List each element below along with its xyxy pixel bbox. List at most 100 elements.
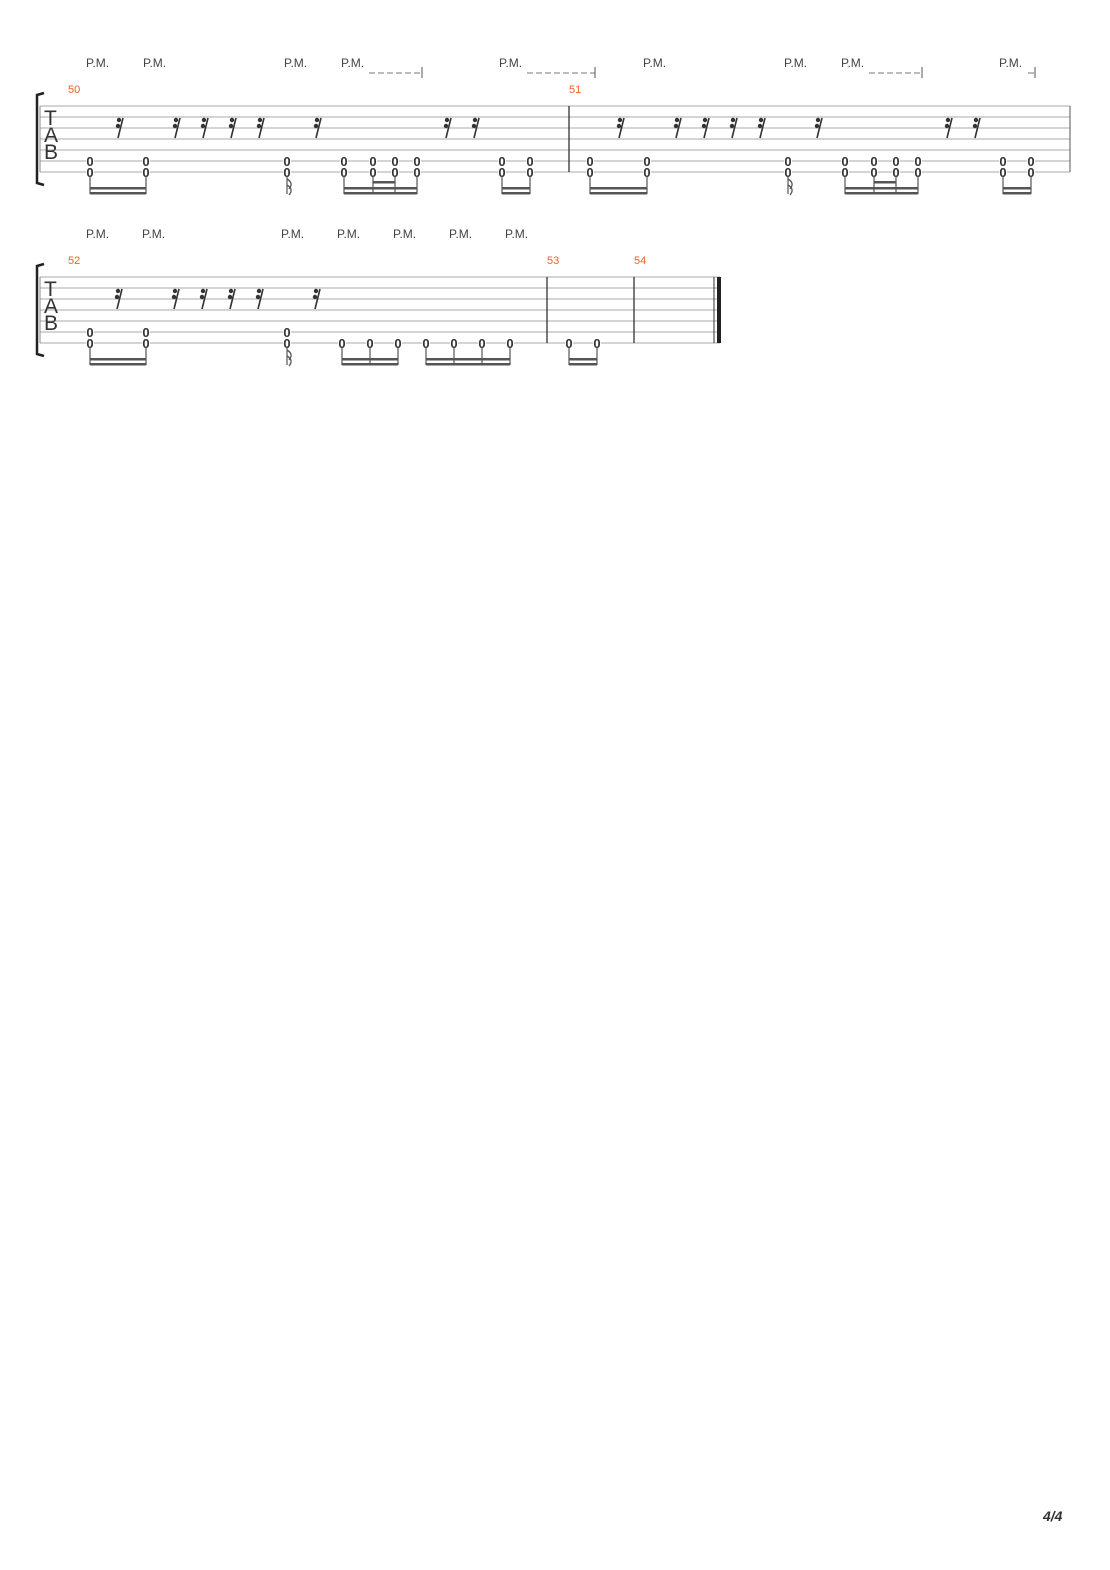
palm-mute-label: P.M. <box>86 227 109 241</box>
measure-number: 52 <box>68 255 80 267</box>
fret-number: 0 <box>338 336 345 351</box>
beam <box>1003 192 1031 195</box>
fret-bg <box>86 339 94 350</box>
fret-bg <box>914 168 922 179</box>
rest-stem <box>174 117 181 139</box>
rest-dot <box>172 123 178 129</box>
fret-number: 0 <box>366 336 373 351</box>
palm-mute-label: P.M. <box>643 56 666 70</box>
fret-bg <box>283 328 291 339</box>
fret-bg <box>391 157 399 168</box>
fret-bg <box>892 168 900 179</box>
fret-bg <box>586 168 594 179</box>
fret-bg <box>526 168 534 179</box>
rest-dot <box>815 117 821 123</box>
fret-bg <box>784 157 792 168</box>
fret-bg <box>369 157 377 168</box>
fret-bg <box>870 168 878 179</box>
sixteenth-rest-icon <box>443 117 452 139</box>
fret-bg <box>478 339 486 350</box>
note: 00 <box>526 154 534 194</box>
sixteenth-rest-icon <box>199 288 208 310</box>
rest-dot <box>673 123 679 129</box>
beam <box>426 358 510 361</box>
rest-dot <box>471 123 477 129</box>
rest-stem <box>173 288 180 310</box>
fret-number: 0 <box>565 336 572 351</box>
fret-bg <box>586 157 594 168</box>
beam <box>90 363 146 366</box>
note: 0 <box>338 336 346 365</box>
fret-bg <box>142 339 150 350</box>
beam <box>569 358 597 361</box>
fret-number: 0 <box>283 154 290 169</box>
note: 00 <box>413 154 421 194</box>
rest-stem <box>117 117 124 139</box>
palm-mute-label: P.M. <box>142 227 165 241</box>
fret-number: 0 <box>394 336 401 351</box>
sixteenth-rest-icon <box>616 117 625 139</box>
rest-stem <box>974 117 981 139</box>
rest-dot <box>730 117 736 123</box>
fret-bg <box>593 339 601 350</box>
rest-stem <box>258 117 265 139</box>
fret-bg <box>338 339 346 350</box>
rest-dot <box>200 288 206 294</box>
beam <box>344 192 417 195</box>
rest-stem <box>230 117 237 139</box>
tab-clef-letter: T <box>44 278 57 301</box>
fret-bg <box>498 168 506 179</box>
beam <box>90 358 146 361</box>
fret-bg <box>526 157 534 168</box>
palm-mute-label: P.M. <box>393 227 416 241</box>
palm-mute-label: P.M. <box>784 56 807 70</box>
fret-bg <box>340 157 348 168</box>
measure-number: 51 <box>569 84 581 96</box>
note: 0 <box>422 336 430 365</box>
fret-number: 0 <box>86 325 93 340</box>
beam <box>1003 187 1031 190</box>
rest-stem <box>731 117 738 139</box>
note: 0 <box>450 336 458 365</box>
tab-clef-letter: A <box>44 124 58 147</box>
beam <box>845 187 918 190</box>
palm-mute-label: P.M. <box>505 227 528 241</box>
rest-dot <box>443 123 449 129</box>
note: 00 <box>1027 154 1035 194</box>
beam <box>426 363 510 366</box>
fret-bg <box>422 339 430 350</box>
measure-number: 50 <box>68 84 80 96</box>
fret-number: 0 <box>526 154 533 169</box>
fret-bg <box>142 157 150 168</box>
rest-stem <box>314 288 321 310</box>
rest-dot <box>228 288 234 294</box>
fret-number: 0 <box>283 165 290 180</box>
note: 00 <box>892 154 900 194</box>
note: 0 <box>506 336 514 365</box>
fret-number: 0 <box>413 154 420 169</box>
fret-bg <box>643 157 651 168</box>
rest-dot <box>758 117 764 123</box>
sixteenth-rest-icon <box>944 117 953 139</box>
fret-number: 0 <box>391 154 398 169</box>
fret-bg <box>999 157 1007 168</box>
beam <box>90 192 146 195</box>
palm-mute-label: P.M. <box>999 56 1022 70</box>
fret-number: 0 <box>498 165 505 180</box>
rest-dot <box>701 123 707 129</box>
fret-number: 0 <box>86 336 93 351</box>
sixteenth-rest-icon <box>312 288 321 310</box>
final-barline <box>717 277 721 343</box>
fret-bg <box>413 157 421 168</box>
rest-dot <box>171 294 177 300</box>
rest-dot <box>472 117 478 123</box>
fret-bg <box>142 328 150 339</box>
palm-mute-label: P.M. <box>281 227 304 241</box>
rest-stem <box>759 117 766 139</box>
fret-number: 0 <box>892 165 899 180</box>
rest-stem <box>618 117 625 139</box>
fret-number: 0 <box>142 336 149 351</box>
fret-bg <box>892 157 900 168</box>
